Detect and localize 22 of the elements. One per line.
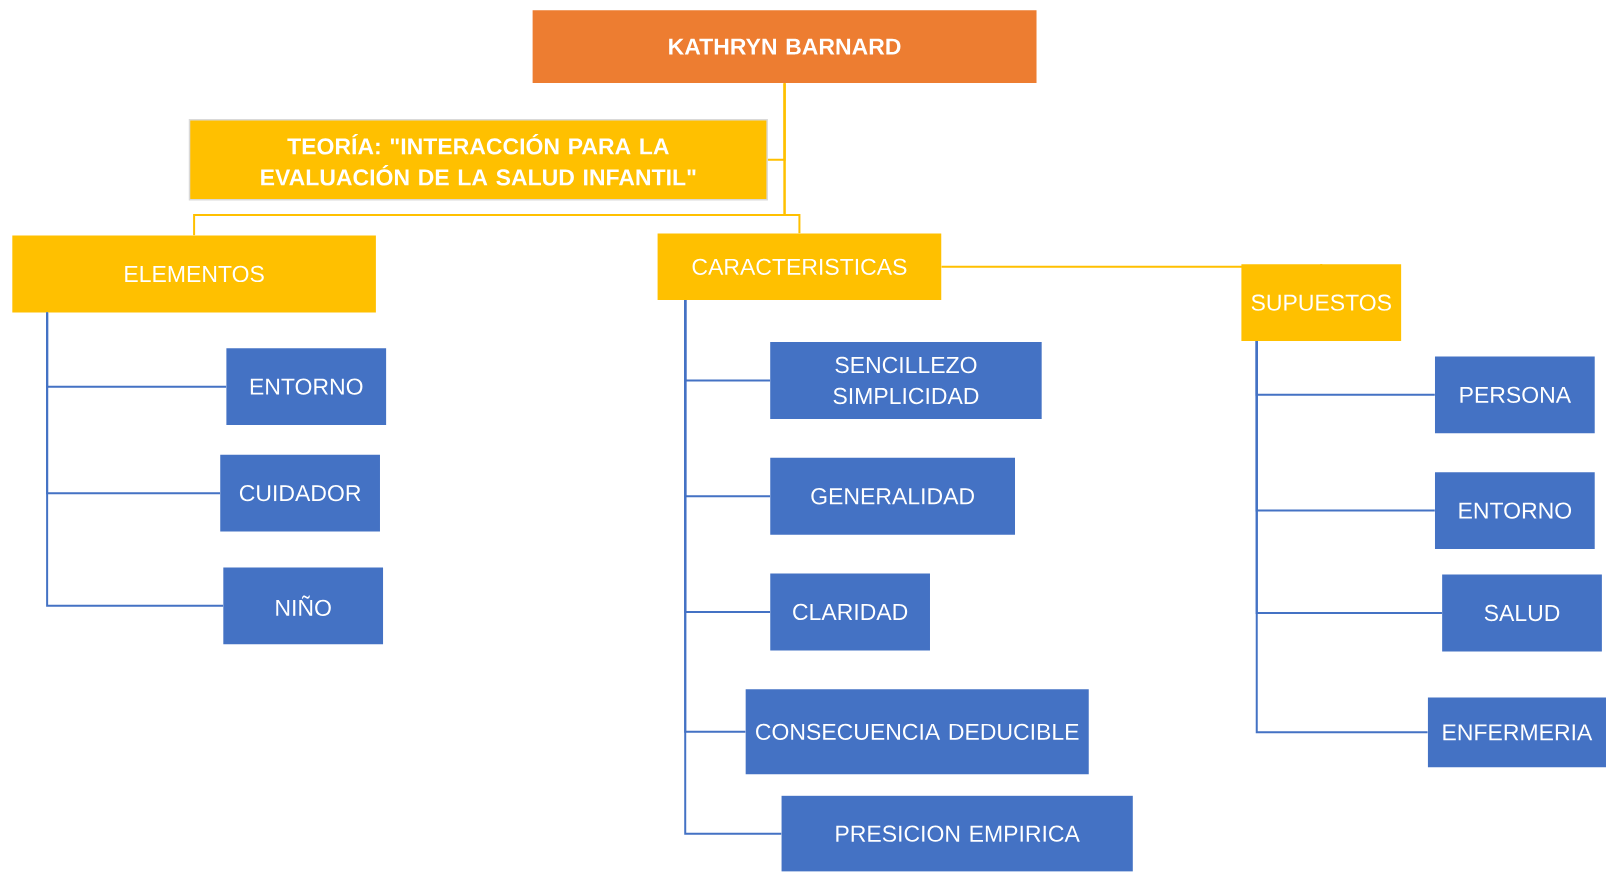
item-box: NIÑO <box>223 567 384 645</box>
item-box: SENCILLEZO SIMPLICIDAD <box>770 342 1042 420</box>
item-box: CLARIDAD <box>770 573 930 651</box>
category-box: ELEMENTOS <box>12 235 376 313</box>
item-box: PRESICION EMPIRICA <box>781 796 1133 872</box>
category-box: CARACTERISTICAS <box>657 233 942 301</box>
connector-line <box>940 263 1323 268</box>
connector-line <box>1255 340 1429 734</box>
category-box: SUPUESTOS <box>1241 264 1402 342</box>
item-box: CONSECUENCIA DEDUCIBLE <box>745 689 1089 775</box>
item-box: CUIDADOR <box>220 454 380 532</box>
connector-line <box>783 82 801 235</box>
theory-box: TEORÍA: "INTERACCIÓN PARA LA EVALUACIÓN DE LA SALUD INFANTIL" <box>188 119 768 201</box>
item-box: ENTORNO <box>1435 472 1595 550</box>
connector-line <box>46 311 225 607</box>
item-box: GENERALIDAD <box>770 458 1015 535</box>
item-box: SALUD <box>1442 574 1602 652</box>
title-box: KATHRYN BARNARD <box>532 10 1037 84</box>
item-box: ENTORNO <box>226 348 387 426</box>
item-box: PERSONA <box>1435 356 1595 434</box>
item-box: ENFERMERIA <box>1427 697 1606 768</box>
connector-line <box>684 299 783 835</box>
